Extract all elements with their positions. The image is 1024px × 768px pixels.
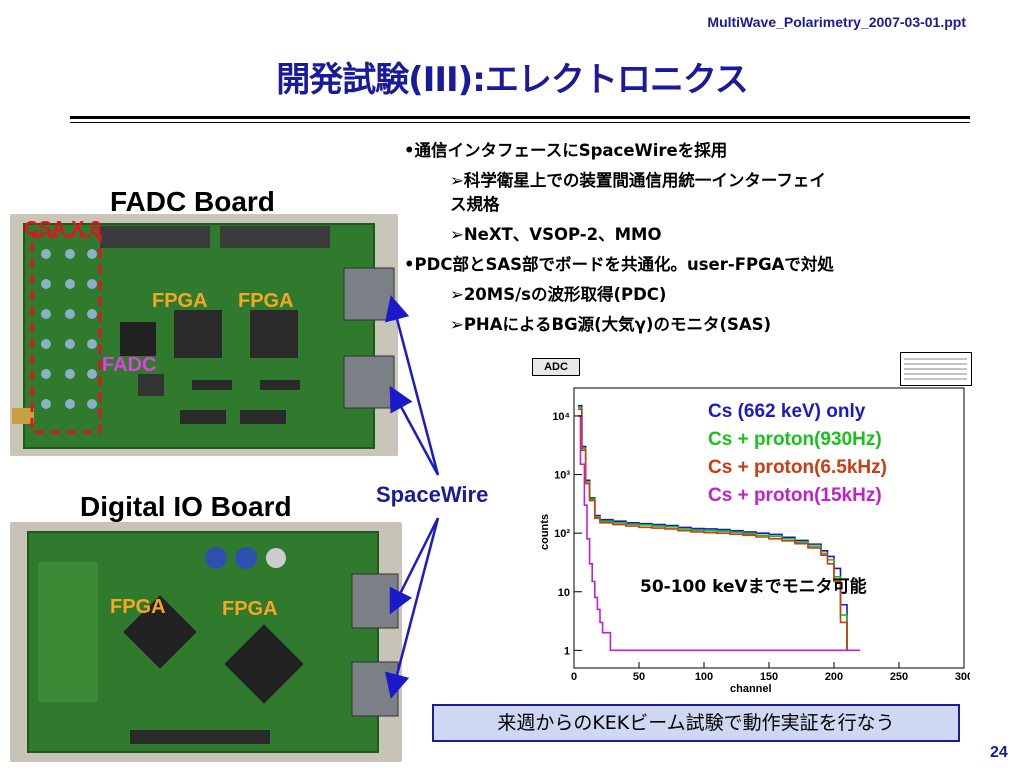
y-tick-label: 10³ — [554, 470, 570, 482]
next-step-box: 来週からのKEKビーム試験で動作実証を行なう — [432, 704, 960, 742]
bullet-item: •通信インタフェースにSpaceWireを採用 — [404, 141, 728, 160]
arrow-icon — [384, 295, 440, 476]
fpga-label: FPGA — [110, 596, 166, 618]
bullet-list: •通信インタフェースにSpaceWireを採用 ➢科学衛星上での装置間通信用統一… — [400, 136, 1020, 340]
x-tick-label: 150 — [760, 671, 778, 683]
csa-label: CSA X 8 — [24, 218, 102, 240]
x-tick-label: 300 — [955, 671, 970, 683]
legend-entry: Cs + proton(15kHz) — [708, 485, 882, 506]
dio-board-label: Digital IO Board — [80, 491, 292, 522]
stats-box — [900, 352, 972, 386]
sub-bullet-item: ➢NeXT、VSOP-2、MMO — [450, 225, 662, 244]
series-line — [577, 408, 848, 651]
legend-entry: Cs (662 keV) only — [708, 401, 866, 422]
x-tick-label: 50 — [633, 671, 645, 683]
y-tick-label: 10⁴ — [552, 411, 570, 423]
y-tick-label: 10² — [554, 528, 570, 540]
arrow-icon — [389, 385, 440, 476]
fadc-label: FADC — [102, 354, 157, 376]
x-tick-label: 200 — [825, 671, 843, 683]
source-filename: MultiWave_Polarimetry_2007-03-01.ppt — [707, 14, 966, 30]
sub-bullet-item: ➢20MS/sの波形取得(PDC) — [450, 285, 667, 304]
sub-bullet-item: ➢科学衛星上での装置間通信用統一インターフェイ — [450, 171, 826, 190]
monitor-note: 50-100 keVまでモニタ可能 — [640, 577, 867, 597]
fpga-label: FPGA — [152, 290, 208, 312]
series-line — [577, 415, 860, 652]
arrow-icon — [389, 517, 440, 615]
adc-tab: ADC — [532, 358, 580, 376]
legend-entry: Cs + proton(930Hz) — [708, 429, 882, 450]
x-tick-label: 250 — [890, 671, 908, 683]
y-axis-label: counts — [539, 514, 551, 550]
fadc-board-label: FADC Board — [110, 186, 275, 217]
fpga-label: FPGA — [238, 290, 294, 312]
sub-bullet-item: ➢PHAによるBG源(大気γ)のモニタ(SAS) — [450, 315, 772, 334]
slide-title: 開発試験(III):エレクトロニクス — [276, 60, 749, 100]
title-rule-thin — [70, 122, 970, 123]
arrow-icon — [384, 517, 440, 699]
chart-legend: Cs (662 keV) only Cs + proton(930Hz) Cs … — [708, 398, 887, 510]
page-number: 24 — [990, 744, 1008, 761]
x-axis-label: channel — [730, 683, 772, 695]
fadc-board-photo — [10, 214, 398, 456]
histogram-chart: 0 50 100 150 200 250 300 1 10 10² 10³ 10⁴ channel c… — [539, 387, 970, 695]
y-tick-label: 1 — [564, 645, 570, 657]
title-rule — [70, 116, 970, 119]
x-tick-label: 0 — [571, 671, 577, 683]
bullet-item: •PDC部とSAS部でボードを共通化。user-FPGAで対処 — [404, 255, 834, 274]
sub-bullet-continuation: ス規格 — [450, 195, 500, 214]
y-tick-label: 10 — [558, 587, 570, 599]
fpga-label: FPGA — [222, 598, 278, 620]
x-tick-label: 100 — [695, 671, 713, 683]
legend-entry: Cs + proton(6.5kHz) — [708, 457, 887, 478]
spacewire-label: SpaceWire — [376, 482, 489, 507]
dio-board-photo — [10, 522, 402, 762]
